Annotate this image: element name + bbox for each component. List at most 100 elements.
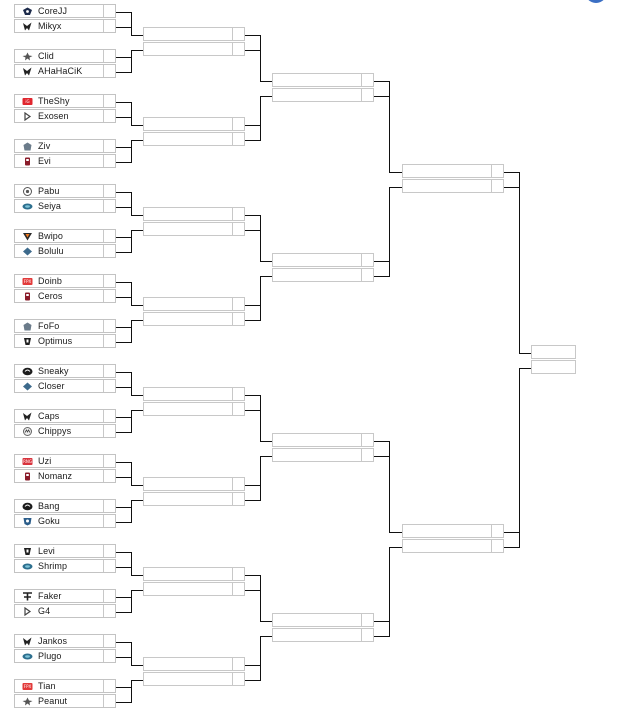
bracket-slot-player[interactable]: Exosen (14, 109, 116, 123)
bracket-connector (260, 636, 272, 637)
bracket-slot-player[interactable]: Chippys (14, 424, 116, 438)
bracket-slot-r4[interactable] (402, 539, 504, 553)
slot-score-divider (103, 320, 104, 332)
bracket-connector (374, 261, 390, 262)
bracket-slot-player[interactable]: Faker (14, 589, 116, 603)
bracket-slot-player[interactable]: Seiya (14, 199, 116, 213)
bracket-slot-player[interactable]: Goku (14, 514, 116, 528)
bracket-connector (260, 575, 261, 622)
bracket-slot-player[interactable]: Closer (14, 379, 116, 393)
bracket-connector (131, 485, 143, 486)
bracket-slot-r2[interactable] (143, 117, 245, 131)
bracket-slot-player[interactable]: Bolulu (14, 244, 116, 258)
bracket-connector (389, 547, 402, 548)
slot-score-divider (103, 425, 104, 437)
player-name: Faker (38, 591, 62, 601)
slot-score-divider (103, 365, 104, 377)
bracket-slot-r3[interactable] (272, 433, 374, 447)
bracket-connector (131, 680, 132, 703)
player-name: Clid (38, 51, 54, 61)
bracket-connector (131, 102, 132, 126)
bracket-slot-player[interactable]: Evi (14, 154, 116, 168)
bracket-slot-player[interactable]: Optimus (14, 334, 116, 348)
slot-score-divider (232, 118, 233, 130)
bracket-slot-r2[interactable] (143, 312, 245, 326)
bracket-slot-r3[interactable] (272, 88, 374, 102)
bracket-connector (504, 172, 520, 173)
bracket-slot-r2[interactable] (143, 222, 245, 236)
bracket-slot-r2[interactable] (143, 657, 245, 671)
bracket-slot-player[interactable]: Jankos (14, 634, 116, 648)
slot-score-divider (361, 269, 362, 281)
slot-score-divider (103, 410, 104, 422)
bracket-slot-player[interactable]: Pabu (14, 184, 116, 198)
bracket-connector (374, 636, 390, 637)
slot-score-divider (361, 74, 362, 86)
bracket-slot-r3[interactable] (272, 613, 374, 627)
bracket-slot-player[interactable]: G4 (14, 604, 116, 618)
player-name: Closer (38, 381, 65, 391)
bracket-connector (519, 368, 531, 369)
c9-icon (22, 502, 33, 511)
bracket-slot-r3[interactable] (272, 628, 374, 642)
dfm-icon (22, 292, 33, 301)
bracket-slot-r2[interactable] (143, 27, 245, 41)
bracket-slot-r2[interactable] (143, 297, 245, 311)
bracket-slot-player[interactable]: CoreJJ (14, 4, 116, 18)
bracket-connector (374, 96, 390, 97)
bracket-connector (389, 547, 390, 637)
svg-text:FPX: FPX (24, 684, 32, 689)
bracket-slot-r4[interactable] (402, 524, 504, 538)
bracket-slot-r3[interactable] (272, 73, 374, 87)
bracket-connector (245, 35, 261, 36)
bracket-slot-player[interactable]: AHaHaCiK (14, 64, 116, 78)
bracket-slot-player[interactable]: Bang (14, 499, 116, 513)
bracket-slot-player[interactable]: Caps (14, 409, 116, 423)
bracket-slot-r3[interactable] (272, 253, 374, 267)
bracket-slot-player[interactable]: Plugo (14, 649, 116, 663)
bracket-slot-r2[interactable] (143, 207, 245, 221)
bracket-slot-r2[interactable] (143, 672, 245, 686)
bracket-slot-r3[interactable] (272, 448, 374, 462)
bracket-connector (374, 276, 390, 277)
bracket-connector (245, 485, 261, 486)
slot-score-divider (103, 515, 104, 527)
bracket-slot-r2[interactable] (143, 477, 245, 491)
bracket-slot-r3[interactable] (272, 268, 374, 282)
bracket-slot-player[interactable]: Nomanz (14, 469, 116, 483)
bracket-connector (131, 12, 132, 36)
bracket-slot-r2[interactable] (143, 42, 245, 56)
bracket-slot-player[interactable]: Ziv (14, 139, 116, 153)
bracket-slot-player[interactable]: Bwipo (14, 229, 116, 243)
slot-score-divider (103, 605, 104, 617)
bracket-slot-r4[interactable] (402, 164, 504, 178)
bracket-slot-r2[interactable] (143, 387, 245, 401)
bracket-slot-player[interactable]: Shrimp (14, 559, 116, 573)
bracket-slot-player[interactable]: Clid (14, 49, 116, 63)
player-name: Jankos (38, 636, 68, 646)
bracket-slot-player[interactable]: Peanut (14, 694, 116, 708)
bracket-slot-player[interactable]: FoFo (14, 319, 116, 333)
bracket-connector (116, 342, 132, 343)
bracket-connector (131, 215, 143, 216)
bracket-slot-player[interactable]: Mikyx (14, 19, 116, 33)
bracket-slot-r2[interactable] (143, 567, 245, 581)
bracket-connector (116, 387, 132, 388)
bracket-slot-r4[interactable] (402, 179, 504, 193)
bracket-slot-r5[interactable] (531, 345, 576, 359)
slot-score-divider (232, 388, 233, 400)
bracket-slot-player[interactable]: Levi (14, 544, 116, 558)
bracket-slot-r2[interactable] (143, 582, 245, 596)
slot-score-divider (103, 230, 104, 242)
bracket-slot-r2[interactable] (143, 132, 245, 146)
bracket-slot-player[interactable]: Ceros (14, 289, 116, 303)
bracket-connector (116, 522, 132, 523)
bracket-slot-r5[interactable] (531, 360, 576, 374)
bracket-slot-r2[interactable] (143, 402, 245, 416)
bracket-slot-player[interactable]: Sneaky (14, 364, 116, 378)
bracket-slot-r2[interactable] (143, 492, 245, 506)
